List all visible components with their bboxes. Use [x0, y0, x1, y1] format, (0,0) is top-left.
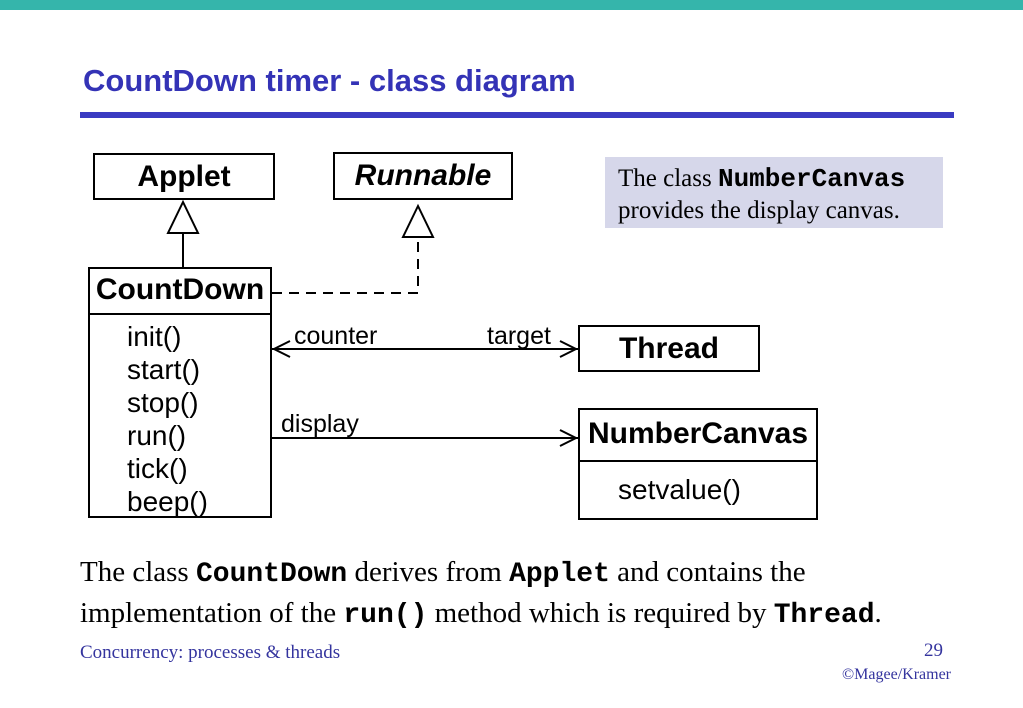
slide-title: CountDown timer - class diagram	[83, 63, 576, 98]
method-start: start()	[127, 354, 201, 385]
generalization-arrow-applet	[166, 199, 200, 234]
class-name-applet: Applet	[137, 160, 231, 193]
edge-label-counter: counter	[294, 322, 378, 350]
class-box-numbercanvas: NumberCanvas setvalue()	[578, 408, 818, 520]
method-list-countdown: init() start() stop() run() tick() beep(…	[90, 315, 270, 518]
class-name-runnable: Runnable	[354, 159, 492, 192]
edge-label-target: target	[487, 322, 551, 350]
class-box-runnable: Runnable	[333, 152, 513, 200]
method-init: init()	[127, 321, 182, 352]
footer-course-title: Concurrency: processes & threads	[80, 642, 341, 663]
class-name-numbercanvas: NumberCanvas	[580, 410, 816, 462]
footer-credit: ©Magee/Kramer	[842, 666, 951, 683]
class-box-applet: Applet	[93, 153, 275, 200]
arrowhead-counter	[271, 340, 291, 358]
class-name-countdown: CountDown	[90, 269, 270, 315]
title-rule	[80, 112, 954, 118]
method-tick: tick()	[127, 453, 188, 484]
method-setvalue: setvalue()	[618, 474, 741, 505]
arrowhead-target	[559, 340, 579, 358]
method-beep: beep()	[127, 486, 208, 517]
method-stop: stop()	[127, 387, 199, 418]
class-box-thread: Thread	[578, 325, 760, 372]
realization-arrow-runnable	[401, 203, 435, 238]
class-box-countdown: CountDown init() start() stop() run() ti…	[88, 267, 272, 518]
footer-page-number: 29	[924, 640, 943, 661]
class-name-thread: Thread	[618, 332, 720, 365]
edge-label-display: display	[281, 410, 359, 438]
caption-text: The class CountDown derives from Applet …	[80, 556, 882, 631]
method-run: run()	[127, 420, 187, 451]
top-accent-bar	[0, 0, 1023, 10]
realization-line-runnable	[272, 237, 419, 294]
arrowhead-display	[559, 429, 579, 447]
